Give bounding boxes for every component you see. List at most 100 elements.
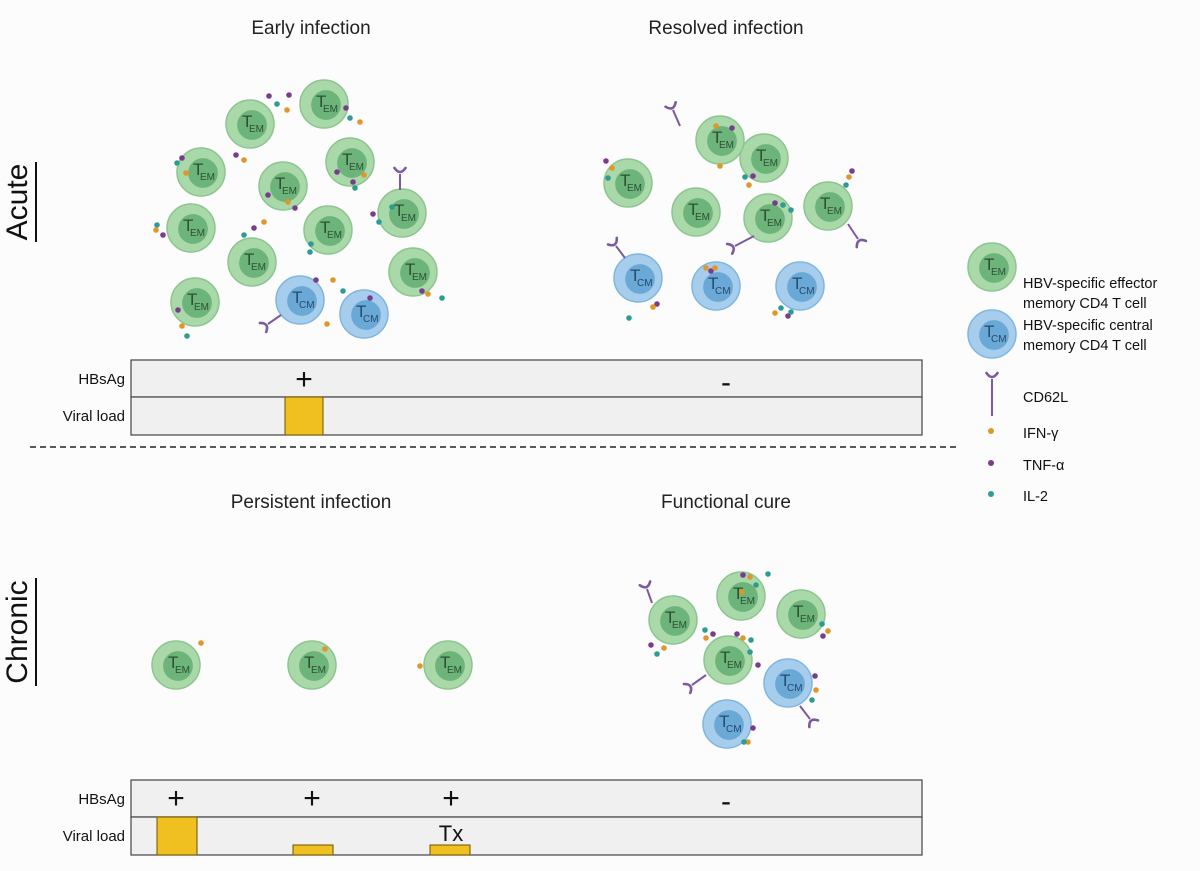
chronic-viral-load-row <box>130 816 923 856</box>
il2-dot-icon <box>241 232 247 238</box>
chronic-hbsag-sign-1: + <box>167 782 185 815</box>
acute-early-hbsag-sign: + <box>295 363 313 396</box>
cell-label-sub: EM <box>282 186 297 197</box>
effector-memory-cell: TEM <box>377 188 427 238</box>
tnf-alpha-dot-icon <box>370 211 376 217</box>
cell-label-main: T <box>168 653 178 672</box>
ifn-gamma-dot-icon <box>661 645 667 651</box>
cell-label-sub: EM <box>740 596 755 607</box>
il2-dot-icon <box>654 651 660 657</box>
cd62l-receptor-icon <box>258 314 282 334</box>
chronic-hbsag-label: HBsAg <box>78 791 125 808</box>
central-memory-cell: TCM <box>967 309 1017 359</box>
cell-label-sub: EM <box>249 124 264 135</box>
tnf-alpha-dot-icon <box>740 572 746 578</box>
ifn-gamma-dot-icon <box>261 219 267 225</box>
il2-dot-icon <box>753 582 759 588</box>
cell-label-main: T <box>665 608 675 627</box>
tnf-alpha-dot-icon <box>603 158 609 164</box>
cell-label-sub: EM <box>190 228 205 239</box>
tnf-alpha-dot-icon <box>367 295 373 301</box>
cell-label-sub: EM <box>175 665 190 676</box>
cell-nucleus <box>660 606 690 636</box>
cell-nucleus <box>163 651 193 681</box>
cell-label-sub: EM <box>349 162 364 173</box>
il2-dot-icon <box>778 305 784 311</box>
cd62l-receptor-icon <box>664 100 681 127</box>
cd62l-receptor-icon <box>682 674 707 695</box>
legend-ifn-label: IFN-γ <box>1023 426 1059 442</box>
effector-memory-cell: TEM <box>170 277 220 327</box>
il2-dot-icon <box>843 182 849 188</box>
cell-label-sub: EM <box>991 267 1006 278</box>
effector-memory-cell: TEM <box>225 99 275 149</box>
tnf-alpha-dot-icon <box>292 205 298 211</box>
cell-nucleus <box>751 144 781 174</box>
central-memory-cell: TCM <box>775 261 825 311</box>
chronic-viral-bars <box>156 816 471 856</box>
legend-central-line2: memory CD4 T cell <box>1023 338 1147 354</box>
chronic-table: HBsAg Viral load + + + - Tx <box>63 779 923 856</box>
cell-nucleus <box>715 646 745 676</box>
cell-nucleus <box>979 253 1009 283</box>
cell-label-sub: EM <box>767 218 782 229</box>
cell-label-main: T <box>342 150 352 169</box>
legend-effector-line2: memory CD4 T cell <box>1023 296 1147 312</box>
effector-memory-cell: TEM <box>166 203 216 253</box>
tnf-alpha-dot-icon <box>419 288 425 294</box>
cell-nucleus <box>755 204 785 234</box>
ifn-gamma-dot-icon <box>425 291 431 297</box>
effector-memory-cell: TEM <box>258 161 308 211</box>
il2-dot-icon <box>340 288 346 294</box>
ifn-gamma-dot-icon <box>357 119 363 125</box>
tnf-alpha-dot-icon <box>750 725 756 731</box>
cell-nucleus <box>239 248 269 278</box>
il2-dot-icon <box>274 101 280 107</box>
chronic-viral-load-label: Viral load <box>63 828 125 845</box>
ifn-gamma-dot-icon <box>285 199 291 205</box>
viral-load-bar <box>429 844 471 856</box>
tnf-alpha-dot-icon <box>175 307 181 313</box>
title-early-infection: Early infection <box>251 18 370 39</box>
effector-memory-cell: TEM <box>176 147 226 197</box>
effector-memory-cell: TEM <box>299 79 349 129</box>
ifn-gamma-dot-icon <box>846 174 852 180</box>
cell-label-main: T <box>620 171 630 190</box>
cell-nucleus <box>775 669 805 699</box>
cell-label-main: T <box>320 218 330 237</box>
chronic-label: Chronic <box>1 580 34 683</box>
cell-label-main: T <box>720 648 730 667</box>
cell-label-sub: EM <box>200 172 215 183</box>
cell-label-main: T <box>187 290 197 309</box>
cell-label-main: T <box>792 274 802 293</box>
ifn-gamma-dot-icon <box>417 663 423 669</box>
legend-effector-cell-icon: TEM <box>967 242 1017 292</box>
il2-dot-icon <box>174 160 180 166</box>
treatment-label: Tx <box>439 821 463 846</box>
il2-dot-icon <box>307 249 313 255</box>
cell-label-main: T <box>688 200 698 219</box>
tnf-alpha-dot-icon <box>785 313 791 319</box>
cell-nucleus <box>287 286 317 316</box>
ifn-gamma-dot-icon <box>746 182 752 188</box>
acute-viral-load-row <box>130 396 923 436</box>
ifn-gamma-dot-icon <box>740 635 746 641</box>
cell-label-sub: EM <box>401 213 416 224</box>
cell-label-sub: EM <box>627 183 642 194</box>
ifn-gamma-dot-icon <box>717 163 723 169</box>
cell-label-main: T <box>708 274 718 293</box>
effector-memory-cell: TEM <box>703 635 753 685</box>
il2-dot-icon <box>352 185 358 191</box>
cell-label-main: T <box>242 112 252 131</box>
cell-label-sub: EM <box>672 620 687 631</box>
ifn-gamma-dot-icon <box>772 310 778 316</box>
legend-effector-line1: HBV-specific effector <box>1023 276 1157 292</box>
chronic-hbsag-sign-3: + <box>442 782 460 815</box>
ifn-gamma-dot-icon <box>361 172 367 178</box>
il2-dot-icon <box>741 739 747 745</box>
